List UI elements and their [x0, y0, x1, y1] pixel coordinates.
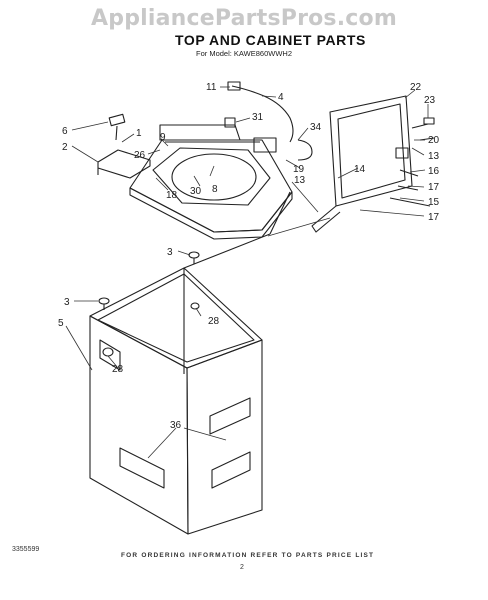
- callout-31: 31: [252, 112, 264, 123]
- left-bracket: [97, 149, 151, 179]
- document-number: 3355599: [12, 546, 40, 553]
- callout-17a: 17: [428, 182, 440, 193]
- callout-13a: 13: [428, 151, 440, 162]
- callout-1: 1: [136, 128, 142, 139]
- page-number: 2: [240, 564, 244, 571]
- callout-36: 36: [170, 420, 182, 431]
- callout-28b: 28: [112, 364, 124, 375]
- callout-6: 6: [62, 126, 68, 137]
- model-line: For Model: KAWE860WWH2: [196, 49, 292, 58]
- callout-9: 9: [160, 132, 166, 143]
- hinge: [108, 113, 126, 141]
- callout-5: 5: [58, 318, 64, 329]
- callout-3b: 3: [64, 297, 70, 308]
- callout-2: 2: [62, 142, 68, 153]
- diagram-title: TOP AND CABINET PARTS: [175, 32, 366, 48]
- callout-19: 19: [293, 164, 305, 175]
- callout-22: 22: [410, 82, 422, 93]
- callout-8: 8: [212, 184, 218, 195]
- callout-28a: 28: [208, 316, 220, 327]
- callout-3a: 3: [167, 247, 173, 258]
- callout-17b: 17: [428, 212, 440, 223]
- callout-16: 16: [428, 166, 440, 177]
- footer-note: FOR ORDERING INFORMATION REFER TO PARTS …: [121, 552, 375, 559]
- leader-lines: [65, 86, 429, 459]
- callout-23: 23: [424, 95, 436, 106]
- callout-13b: 13: [294, 175, 306, 186]
- callout-20: 20: [428, 135, 440, 146]
- callout-11: 11: [206, 82, 217, 93]
- hose-assembly: [224, 81, 313, 161]
- callout-14: 14: [354, 164, 366, 175]
- callout-18: 18: [166, 190, 178, 201]
- callout-15: 15: [428, 197, 440, 208]
- top-panel: [129, 124, 293, 240]
- callout-26: 26: [134, 150, 146, 161]
- callout-4: 4: [278, 92, 284, 103]
- callout-labels: 11 4 31 34 22 23 20 13 16 17 15 17 6 1 2…: [58, 82, 440, 431]
- callout-34: 34: [310, 122, 322, 133]
- cabinet: [89, 191, 291, 535]
- callout-30: 30: [190, 186, 202, 197]
- watermark: AppliancePartsPros.com: [91, 6, 397, 31]
